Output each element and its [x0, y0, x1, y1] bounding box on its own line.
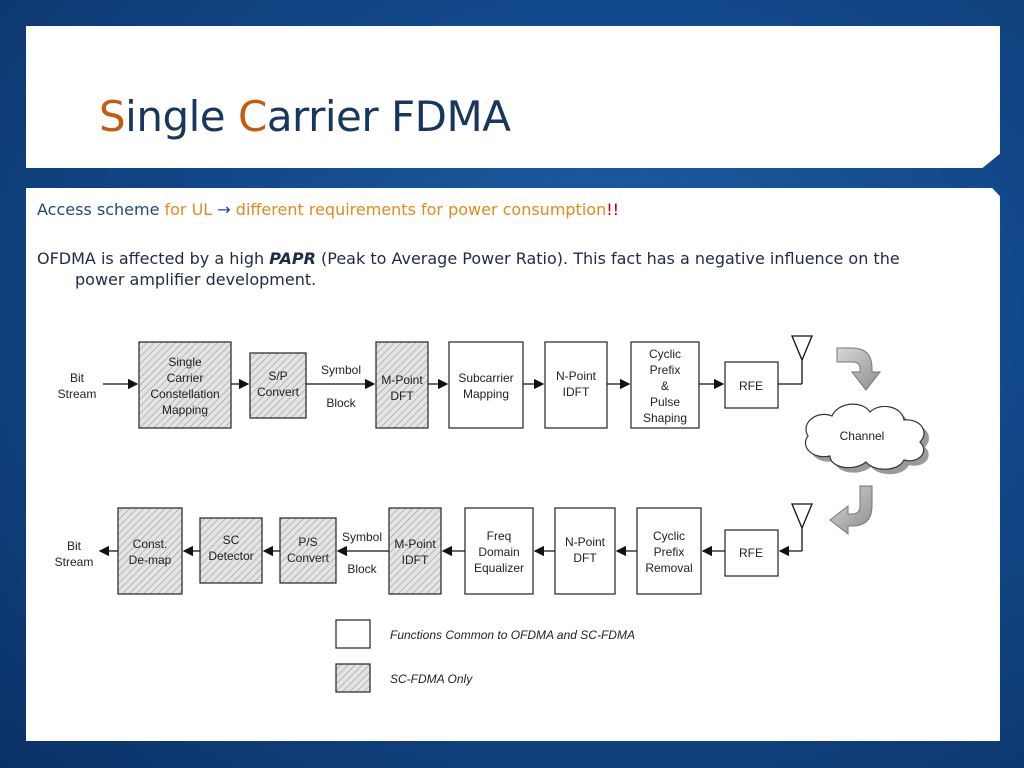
const-demap-block [117, 507, 183, 595]
papr-text: PAPR [269, 249, 316, 268]
channel-to-rx-arrow [829, 485, 873, 536]
para-before: OFDMA is affected by a high [37, 249, 270, 268]
access-scheme-line: Access scheme for UL → different require… [37, 200, 619, 219]
cyclic-prefix-block [630, 341, 700, 429]
ofdma-paragraph: OFDMA is affected by a high PAPR (Peak t… [37, 248, 997, 290]
access-scheme-text: Access scheme [37, 200, 165, 219]
page-title: Single Carrier FDMA [99, 92, 511, 141]
sc-detector-block [199, 517, 263, 584]
legend-common-label: Functions Common to OFDMA and SC-FDMA [390, 628, 635, 642]
subcarrier-mapping-block [448, 341, 524, 429]
title-letter-c: C [237, 92, 267, 141]
tx-antenna-icon [778, 335, 813, 385]
arrow-glyph: → [212, 200, 236, 219]
exclaim-text: !! [606, 200, 620, 219]
cyclic-removal-block [636, 507, 702, 595]
rx-rfe-block [724, 529, 779, 577]
tx-rfe-label: RFE [739, 379, 763, 393]
mpoint-dft-block [375, 341, 429, 429]
channel-cloud-icon: Channel [804, 403, 930, 475]
for-ul-text: for UL [164, 200, 213, 219]
rx-block-label: Block [347, 562, 377, 576]
tx-symbol-label: Symbol [321, 363, 361, 377]
para-after: (Peak to Average Power Ratio). This fact… [315, 249, 900, 268]
tx-to-channel-arrow [836, 347, 882, 391]
rx-antenna-icon [778, 503, 813, 557]
legend-scfdma-label: SC-FDMA Only [390, 672, 473, 686]
npoint-dft-block [554, 507, 616, 595]
requirements-text: different requirements for power consump… [235, 200, 607, 219]
rx-symbol-label: Symbol [342, 530, 382, 544]
npoint-idft-block [544, 341, 608, 429]
channel-label: Channel [840, 429, 885, 443]
sp-convert-block [249, 352, 307, 419]
title-panel [26, 26, 1000, 168]
rx-rfe-label: RFE [739, 546, 763, 560]
legend-common-swatch [335, 619, 371, 649]
tx-block-label: Block [326, 396, 356, 410]
legend-scfdma-swatch [335, 663, 371, 693]
freq-equalizer-block [464, 507, 534, 595]
title-part1: ingle [125, 92, 238, 141]
mpoint-idft-block [388, 507, 442, 595]
title-letter-s: S [99, 92, 126, 141]
para-cont: power amplifier development. [75, 270, 317, 289]
const-demap-label: Const.De-map [129, 537, 172, 567]
tx-rfe-block [724, 361, 779, 409]
title-part2: arrier FDMA [266, 92, 511, 141]
const-mapping-block [138, 341, 232, 429]
